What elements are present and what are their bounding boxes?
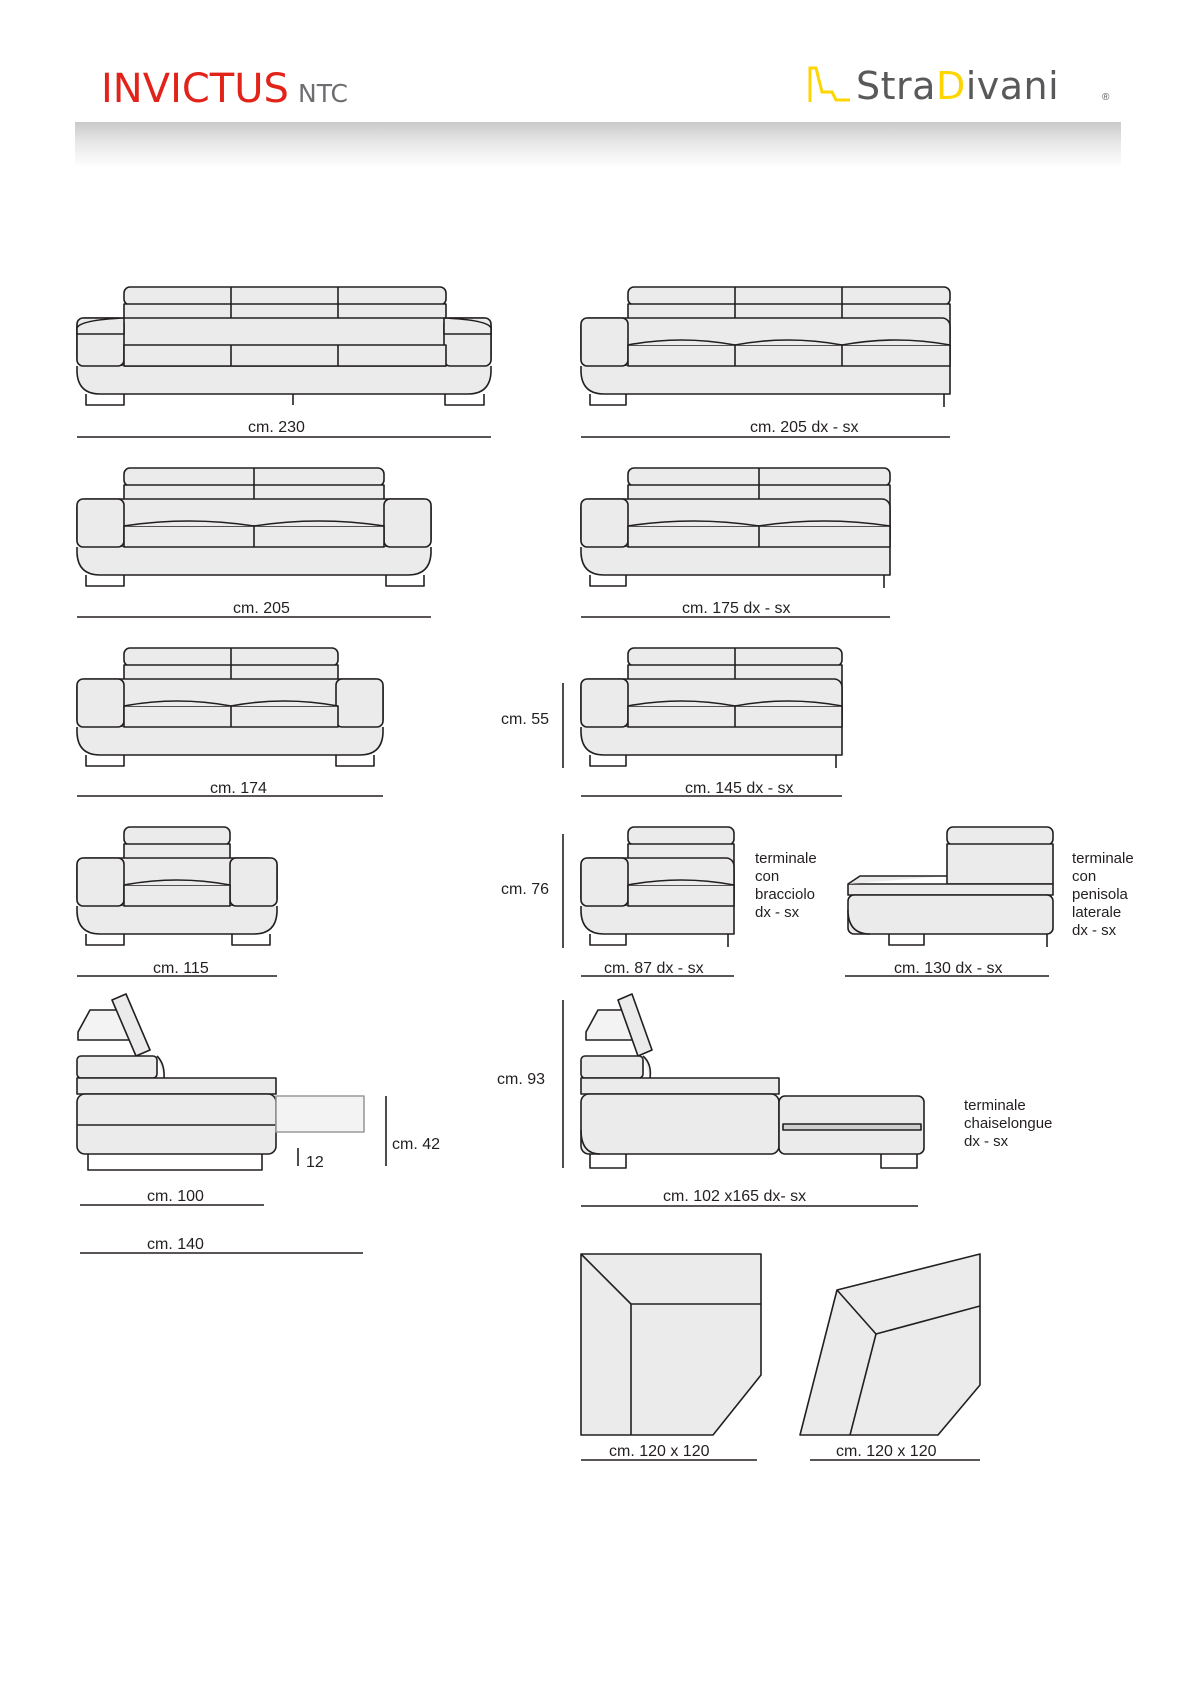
label-115: cm. 115 <box>153 960 209 977</box>
note-chaiselongue: terminale chaiselongue dx - sx <box>964 1097 1053 1150</box>
sofa-230-drawing <box>76 286 492 438</box>
label-corner-b: cm. 120 x 120 <box>836 1443 937 1460</box>
header-band <box>75 122 1121 168</box>
note-penisola: terminale con penisola laterale dx - sx <box>1072 850 1134 939</box>
sofa-205-drawing <box>76 467 432 618</box>
terminal-175-drawing <box>580 467 891 618</box>
terminal-130-drawing <box>845 826 1054 977</box>
corner-120-angled-drawing <box>799 1253 981 1461</box>
label-t205: cm. 205 dx - sx <box>750 419 859 436</box>
side-view-drawing <box>76 993 387 1254</box>
logo-mark-icon <box>808 66 850 102</box>
terminal-145-drawing <box>562 647 843 797</box>
label-t102: cm. 102 x165 dx- sx <box>663 1188 807 1205</box>
chaiselongue-drawing <box>562 993 925 1207</box>
label-t130: cm. 130 dx - sx <box>894 960 1003 977</box>
label-205: cm. 205 <box>233 600 290 617</box>
label-12: 12 <box>306 1154 324 1171</box>
terminal-205-drawing <box>580 286 951 438</box>
label-corner-a: cm. 120 x 120 <box>609 1443 710 1460</box>
note-bracciolo: terminale con bracciolo dx - sx <box>755 850 817 921</box>
brand-logo: StraDivani ® <box>806 62 1126 112</box>
title-sub: NTC <box>298 79 348 108</box>
label-height-76: cm. 76 <box>501 881 550 898</box>
page-title: INVICTUS NTC <box>101 66 348 112</box>
label-height-93: cm. 93 <box>497 1071 546 1088</box>
brand-prefix: Stra <box>856 64 936 108</box>
title-main: INVICTUS <box>101 66 289 112</box>
label-174: cm. 174 <box>210 780 267 797</box>
armchair-115-drawing <box>76 826 278 977</box>
brand-accent: D <box>935 64 966 108</box>
terminal-87-drawing <box>562 826 735 977</box>
label-t87: cm. 87 dx - sx <box>604 960 704 977</box>
label-height-55: cm. 55 <box>501 711 550 728</box>
label-230: cm. 230 <box>248 419 305 436</box>
brand-suffix: ivani <box>965 64 1060 108</box>
brand-name: StraDivani <box>856 64 1059 108</box>
label-140: cm. 140 <box>147 1236 204 1253</box>
label-100: cm. 100 <box>147 1188 204 1205</box>
sofa-174-drawing <box>76 647 384 797</box>
label-42: cm. 42 <box>392 1136 441 1153</box>
label-t175: cm. 175 dx - sx <box>682 600 791 617</box>
label-t145: cm. 145 dx - sx <box>685 780 794 797</box>
corner-120-square-drawing <box>580 1253 762 1461</box>
registered-mark: ® <box>1102 92 1110 103</box>
